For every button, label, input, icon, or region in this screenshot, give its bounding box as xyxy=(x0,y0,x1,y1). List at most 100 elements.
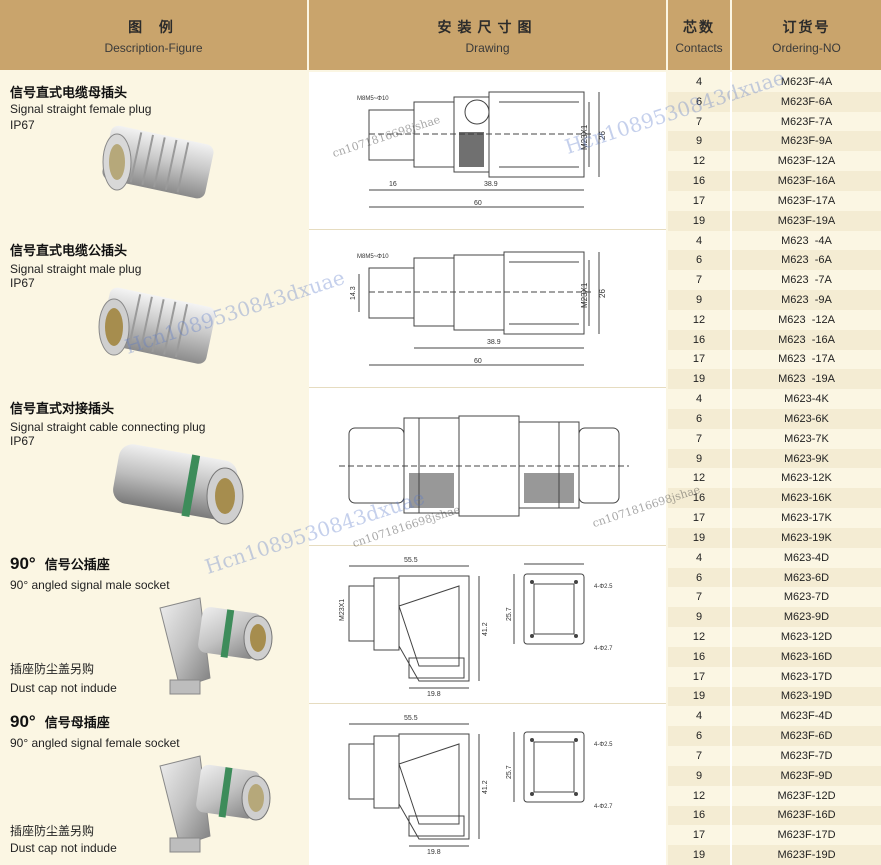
contacts-cell: 12 xyxy=(692,313,706,326)
product-connecting-plug: 信号直式对接插头 Signal straight cable connectin… xyxy=(0,388,307,546)
dim-60: 60 xyxy=(474,200,482,207)
ordering-cell: M623F-6D xyxy=(780,730,833,743)
contacts-cell: 16 xyxy=(692,650,706,663)
ordering-cell: M623-6K xyxy=(784,412,829,425)
header-ordering-en: Ordering-NO xyxy=(772,41,841,55)
dim-412: 41.2 xyxy=(482,780,489,794)
product-angled-female-socket: 90° 信号母插座 90° angled signal female socke… xyxy=(0,704,307,865)
dim-257: 25.7 xyxy=(506,765,513,779)
angle-prefix: 90° xyxy=(10,712,36,731)
contacts-cell: 19 xyxy=(692,690,706,703)
ordering-cell: M623F-4D xyxy=(780,710,833,723)
dim-4-25: 4-Φ2.5 xyxy=(594,584,613,590)
table-row: 6 M623 -6A xyxy=(668,250,881,271)
contacts-cell: 6 xyxy=(695,412,703,425)
contacts-cell: 9 xyxy=(695,611,703,624)
dim-26: 26 xyxy=(598,289,607,298)
contacts-cell: 12 xyxy=(692,631,706,643)
ordering-cell: M623-9D xyxy=(783,611,830,624)
ordering-cell: M623-4K xyxy=(784,393,829,406)
table-row: 4 M623-4K xyxy=(668,389,881,409)
dim-seal: M8M5~Φ10 xyxy=(357,96,389,102)
ordering-cell: M623F-6A xyxy=(780,95,833,108)
note-en: Dust cap not indude xyxy=(10,681,117,695)
header-contacts-en: Contacts xyxy=(675,41,723,55)
note-en: Dust cap not indude xyxy=(10,841,117,855)
dim-m23: M23X1 xyxy=(580,282,589,308)
contacts-cell: 19 xyxy=(692,531,706,544)
dim-555: 55.5 xyxy=(404,715,418,722)
contacts-cell: 6 xyxy=(695,254,703,267)
ordering-cell: M623-12D xyxy=(780,631,833,643)
ordering-cell: M623 -16A xyxy=(778,333,835,346)
contacts-cell: 16 xyxy=(692,175,706,188)
contacts-cell: 6 xyxy=(695,95,703,108)
dim-26: 26 xyxy=(598,131,607,140)
drawing-connecting-plug xyxy=(309,388,666,546)
title-cn-text: 信号公插座 xyxy=(44,558,110,573)
ordering-cell: M623-16D xyxy=(780,650,833,663)
contacts-cell: 17 xyxy=(692,512,706,525)
contacts-cell: 19 xyxy=(692,849,706,862)
header-description: 图 例 Description-Figure xyxy=(0,0,307,70)
ordering-cell: M623 -19A xyxy=(778,373,835,386)
ordering-cell: M623-9K xyxy=(784,452,829,465)
contacts-cell: 19 xyxy=(692,214,706,227)
drawing-male-plug: M8M5~Φ10 14.3 38.9 60 M23X1 26 xyxy=(309,230,666,388)
contacts-cell: 4 xyxy=(695,710,703,723)
ordering-cell: M623-4D xyxy=(783,551,830,564)
product-title-en: 90° angled signal female socket xyxy=(10,736,180,750)
table-row: 9 M623 -9A xyxy=(668,290,881,310)
contacts-cell: 17 xyxy=(692,353,706,366)
product-rating: IP67 xyxy=(10,276,35,290)
title-cn-text: 信号母插座 xyxy=(44,716,110,731)
dim-257: 25.7 xyxy=(506,607,513,621)
dim-seal: M8M5~Φ10 xyxy=(357,254,389,260)
product-title-cn: 信号直式电缆公插头 xyxy=(10,244,128,259)
ordering-cell: M623 -6A xyxy=(781,254,832,267)
header-ordering: 订货号 Ordering-NO xyxy=(732,0,881,70)
header-drawing-en: Drawing xyxy=(465,41,510,55)
contacts-cell: 9 xyxy=(695,769,703,782)
contacts-cell: 6 xyxy=(695,730,703,743)
ordering-cell: M623-12K xyxy=(781,472,832,485)
dim-389: 38.9 xyxy=(484,181,498,188)
dim-4-25: 4-Φ2.5 xyxy=(594,742,613,748)
female-plug-photo xyxy=(102,125,214,199)
dim-4-27: 4-Φ2.7 xyxy=(594,804,613,810)
male-plug-photo xyxy=(98,287,216,364)
contacts-cell: 7 xyxy=(695,115,703,128)
ordering-cell: M623 -4A xyxy=(781,234,832,247)
product-title-en: Signal straight cable connecting plug xyxy=(10,420,206,434)
contacts-cell: 4 xyxy=(695,393,703,406)
ordering-cell: M623-7K xyxy=(784,432,829,445)
table-row: 16 M623-16D xyxy=(668,646,881,667)
contacts-cell: 19 xyxy=(692,373,706,386)
product-rating: IP67 xyxy=(10,118,35,132)
ordering-cell: M623-6D xyxy=(783,571,830,584)
dim-198: 19.8 xyxy=(427,691,441,698)
ordering-cell: M623-17D xyxy=(780,670,833,683)
product-title-en: Signal straight male plug xyxy=(10,262,142,276)
ordering-cell: M623 -17A xyxy=(778,353,835,366)
ordering-cell: M623F-19A xyxy=(777,214,836,227)
contacts-cell: 9 xyxy=(695,293,703,306)
drawing-angled-male-socket: 55.5 M23X1 41.2 25.7 19.8 4-Φ2.5 4-Φ2.7 xyxy=(309,546,666,704)
contacts-cell: 9 xyxy=(695,135,703,148)
ordering-cell: M623F-19D xyxy=(777,849,836,862)
ordering-cell: M623 -9A xyxy=(781,293,832,306)
